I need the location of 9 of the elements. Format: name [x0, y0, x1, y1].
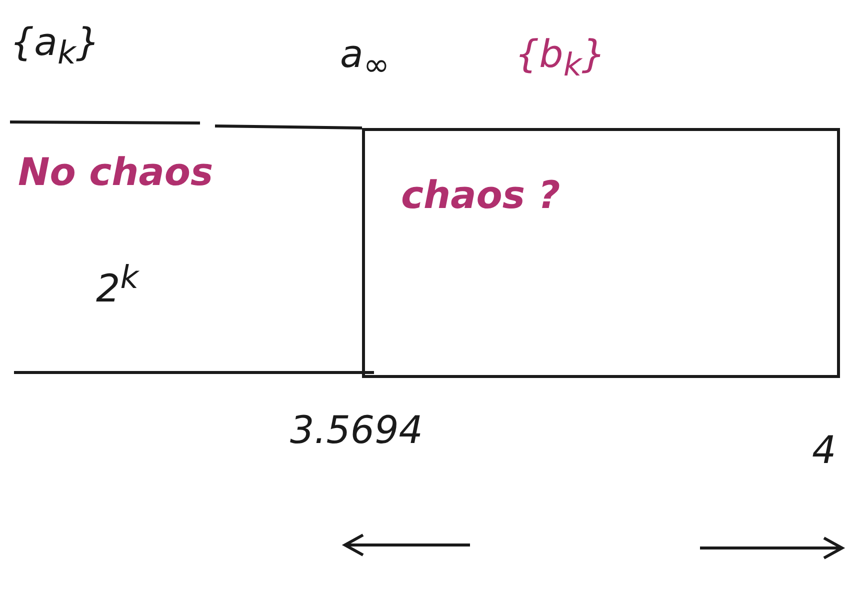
region-formula: 2$^{k}$ — [96, 260, 139, 311]
sequence-label: {b$_{k}$} — [515, 34, 606, 84]
region-label: No chaos — [18, 150, 214, 194]
axis-value: 3.5694 — [290, 410, 423, 452]
sequence-label: {a$_{k}$} — [10, 22, 100, 72]
region-label: chaos ? — [401, 173, 560, 217]
region-box — [362, 128, 840, 378]
sequence-label: a$_{∞}$ — [340, 34, 390, 84]
axis-value: 4 — [812, 430, 836, 472]
